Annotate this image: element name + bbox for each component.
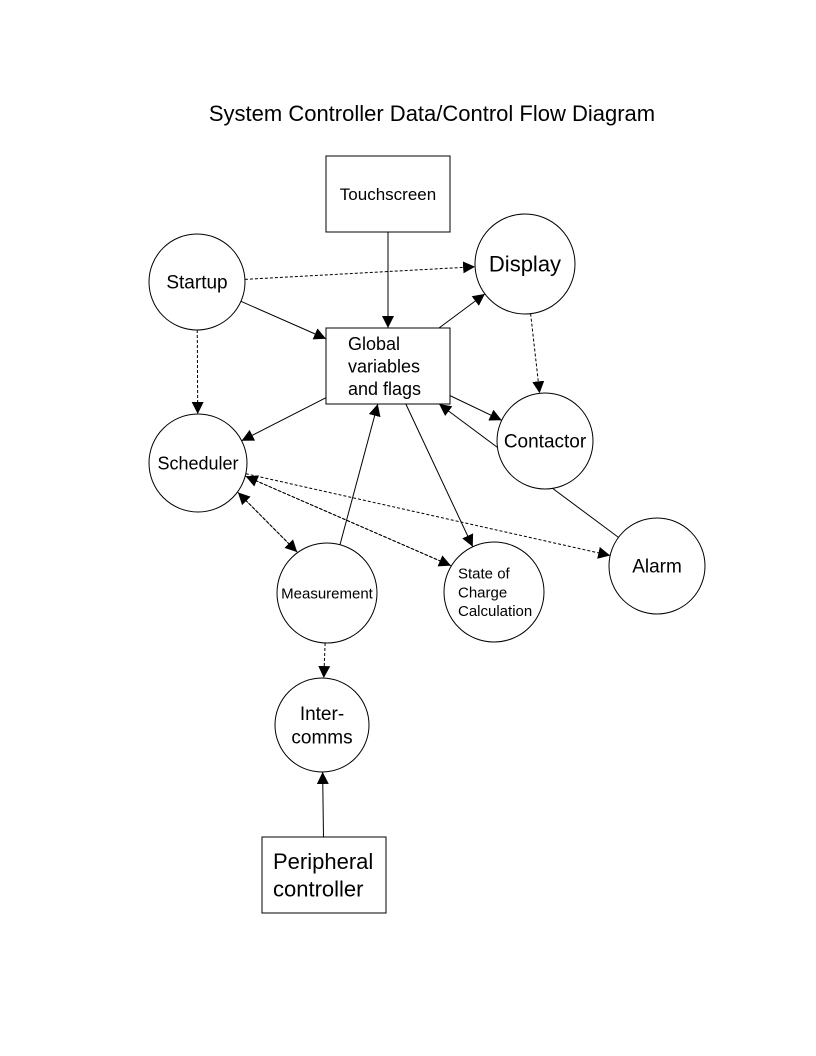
measurement-circle xyxy=(276,542,378,644)
soc-label-line-3: Calculation xyxy=(458,603,532,620)
alarm-label: Alarm xyxy=(632,557,682,578)
edge-measurement-to-global xyxy=(339,403,381,545)
edge-peripheral-to-intercomms xyxy=(316,771,329,838)
edge-measurement-to-scheduler xyxy=(237,492,298,553)
edge-global-to-contactor xyxy=(449,395,502,421)
node-startup: Startup xyxy=(148,233,246,331)
peripheral-label-line-1: Peripheral xyxy=(273,849,373,874)
scheduler-label: Scheduler xyxy=(157,453,238,473)
edge-global-to-display xyxy=(438,293,486,329)
startup-label: Startup xyxy=(166,273,227,294)
node-measurement: Measurement xyxy=(276,542,378,644)
edge-global-to-scheduler xyxy=(241,397,327,442)
node-contactor: Contactor xyxy=(496,392,594,490)
global-label-line-2: variables xyxy=(348,356,420,376)
scheduler-circle xyxy=(148,413,248,513)
node-intercomms: Inter-comms xyxy=(274,677,370,773)
global-label-line-1: Global xyxy=(348,334,400,354)
contactor-circle xyxy=(496,392,594,490)
edge-measurement-to-intercomms xyxy=(318,642,331,679)
soc-circle xyxy=(443,541,545,643)
node-touchscreen: Touchscreen xyxy=(325,155,451,233)
node-alarm: Alarm xyxy=(608,517,706,615)
edge-display-to-contactor xyxy=(530,313,545,394)
startup-circle xyxy=(148,233,246,331)
edge-soc-to-scheduler xyxy=(245,475,452,567)
intercomms-label-line-2: comms xyxy=(291,728,352,749)
edge-startup-to-global xyxy=(240,300,327,340)
intercomms-label-line-1: Inter- xyxy=(300,704,344,725)
edges-layer xyxy=(191,232,619,838)
peripheral-rectangle xyxy=(261,836,387,914)
soc-label-line-1: State of xyxy=(458,566,511,583)
global-label-line-3: and flags xyxy=(348,379,421,399)
display-circle xyxy=(474,213,576,315)
global-rectangle xyxy=(325,327,451,405)
measurement-label: Measurement xyxy=(281,585,374,602)
display-label: Display xyxy=(489,252,561,277)
edge-scheduler-to-alarm xyxy=(245,473,611,559)
diagram-title: System Controller Data/Control Flow Diag… xyxy=(209,101,655,126)
node-display: Display xyxy=(474,213,576,315)
touchscreen-label: Touchscreen xyxy=(340,185,436,204)
alarm-circle xyxy=(608,517,706,615)
node-scheduler: Scheduler xyxy=(148,413,248,513)
edge-global-to-soc xyxy=(405,403,474,547)
touchscreen-rectangle xyxy=(325,155,451,233)
peripheral-label-line-2: controller xyxy=(273,876,363,901)
contactor-label: Contactor xyxy=(504,432,587,453)
intercomms-circle xyxy=(274,677,370,773)
soc-label-line-2: Charge xyxy=(458,584,507,601)
edge-startup-to-display xyxy=(244,261,476,280)
